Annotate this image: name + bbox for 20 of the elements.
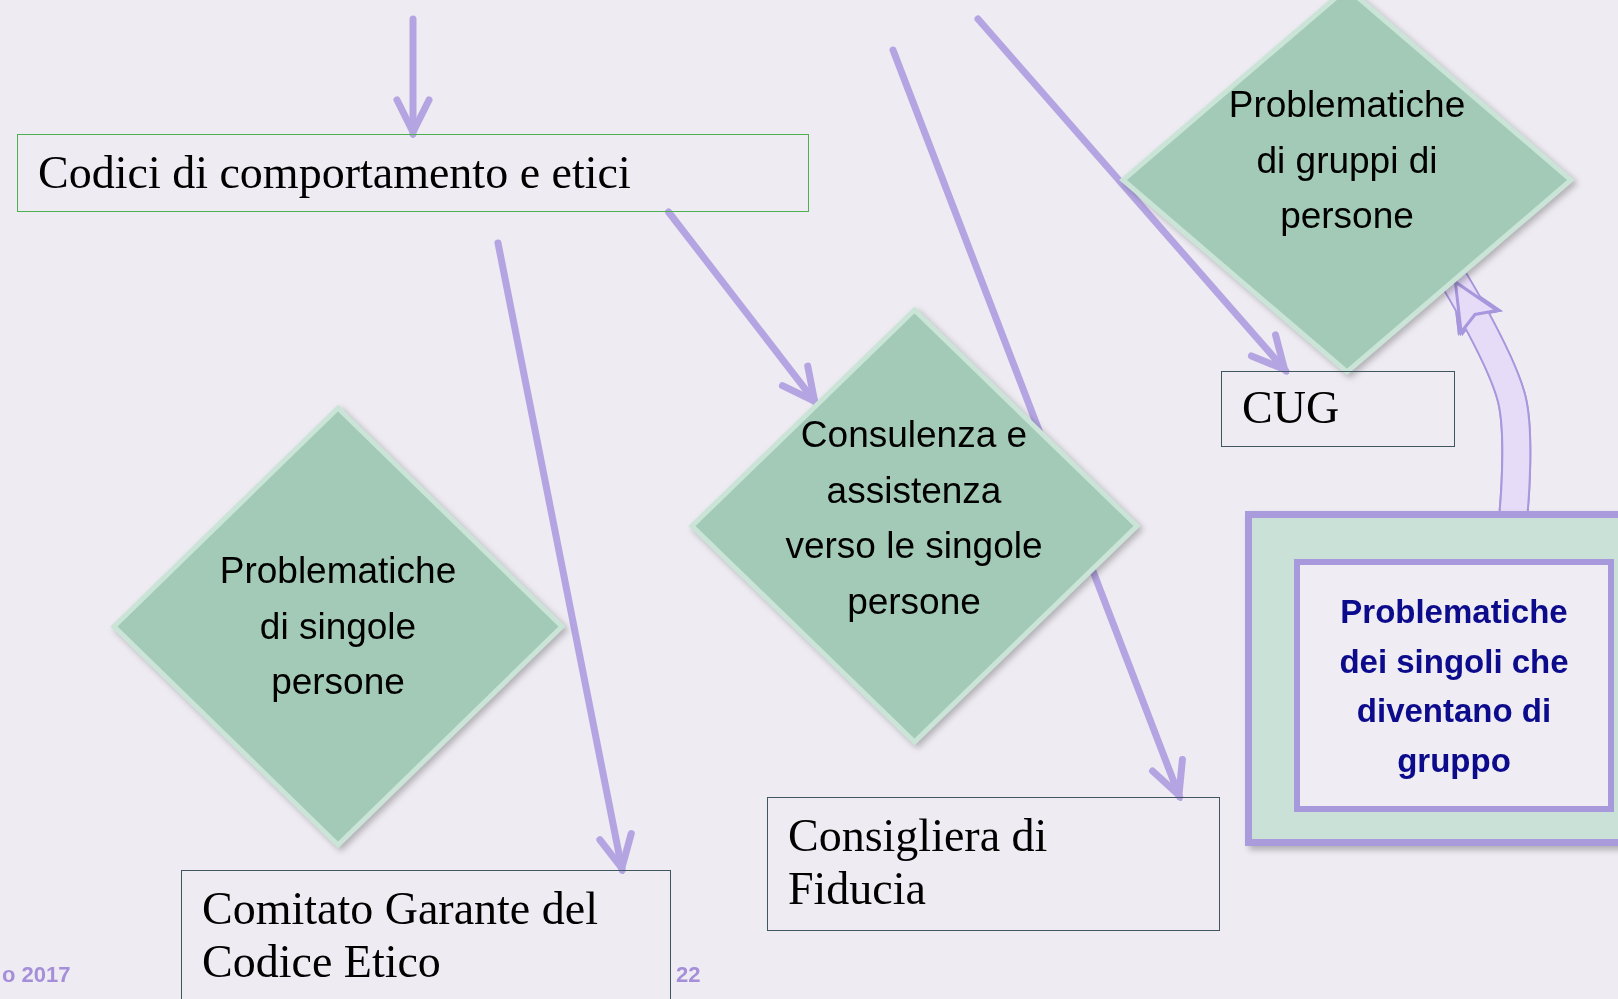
- process-box: [767, 797, 1220, 931]
- node-label: Consulenza e assistenza verso le singole persone: [784, 413, 1044, 624]
- arrow: [494, 239, 635, 874]
- node-label: Codici di comportamento e etici: [38, 147, 632, 200]
- node-label: Problematiche di gruppi di persone: [1227, 83, 1467, 238]
- node-label: Problematiche dei singoli che diventano di gruppo: [1338, 592, 1570, 781]
- process-box: [181, 870, 671, 999]
- panel-box: [1245, 511, 1618, 846]
- arrow: [665, 208, 820, 407]
- node-label: Comitato Garante del Codice Etico: [202, 883, 599, 989]
- process-box: [17, 134, 809, 212]
- node-label: Consigliera di Fiducia: [788, 810, 1049, 916]
- node-label: CUG: [1242, 382, 1341, 435]
- process-box: [1221, 371, 1455, 447]
- footer-text: 22: [676, 962, 701, 988]
- node-label: Problematiche di singole persone: [218, 549, 458, 704]
- arrow: [393, 15, 433, 138]
- arrow: [974, 15, 1290, 375]
- footer-text: o 2017: [2, 962, 71, 988]
- text-box: [1294, 559, 1614, 812]
